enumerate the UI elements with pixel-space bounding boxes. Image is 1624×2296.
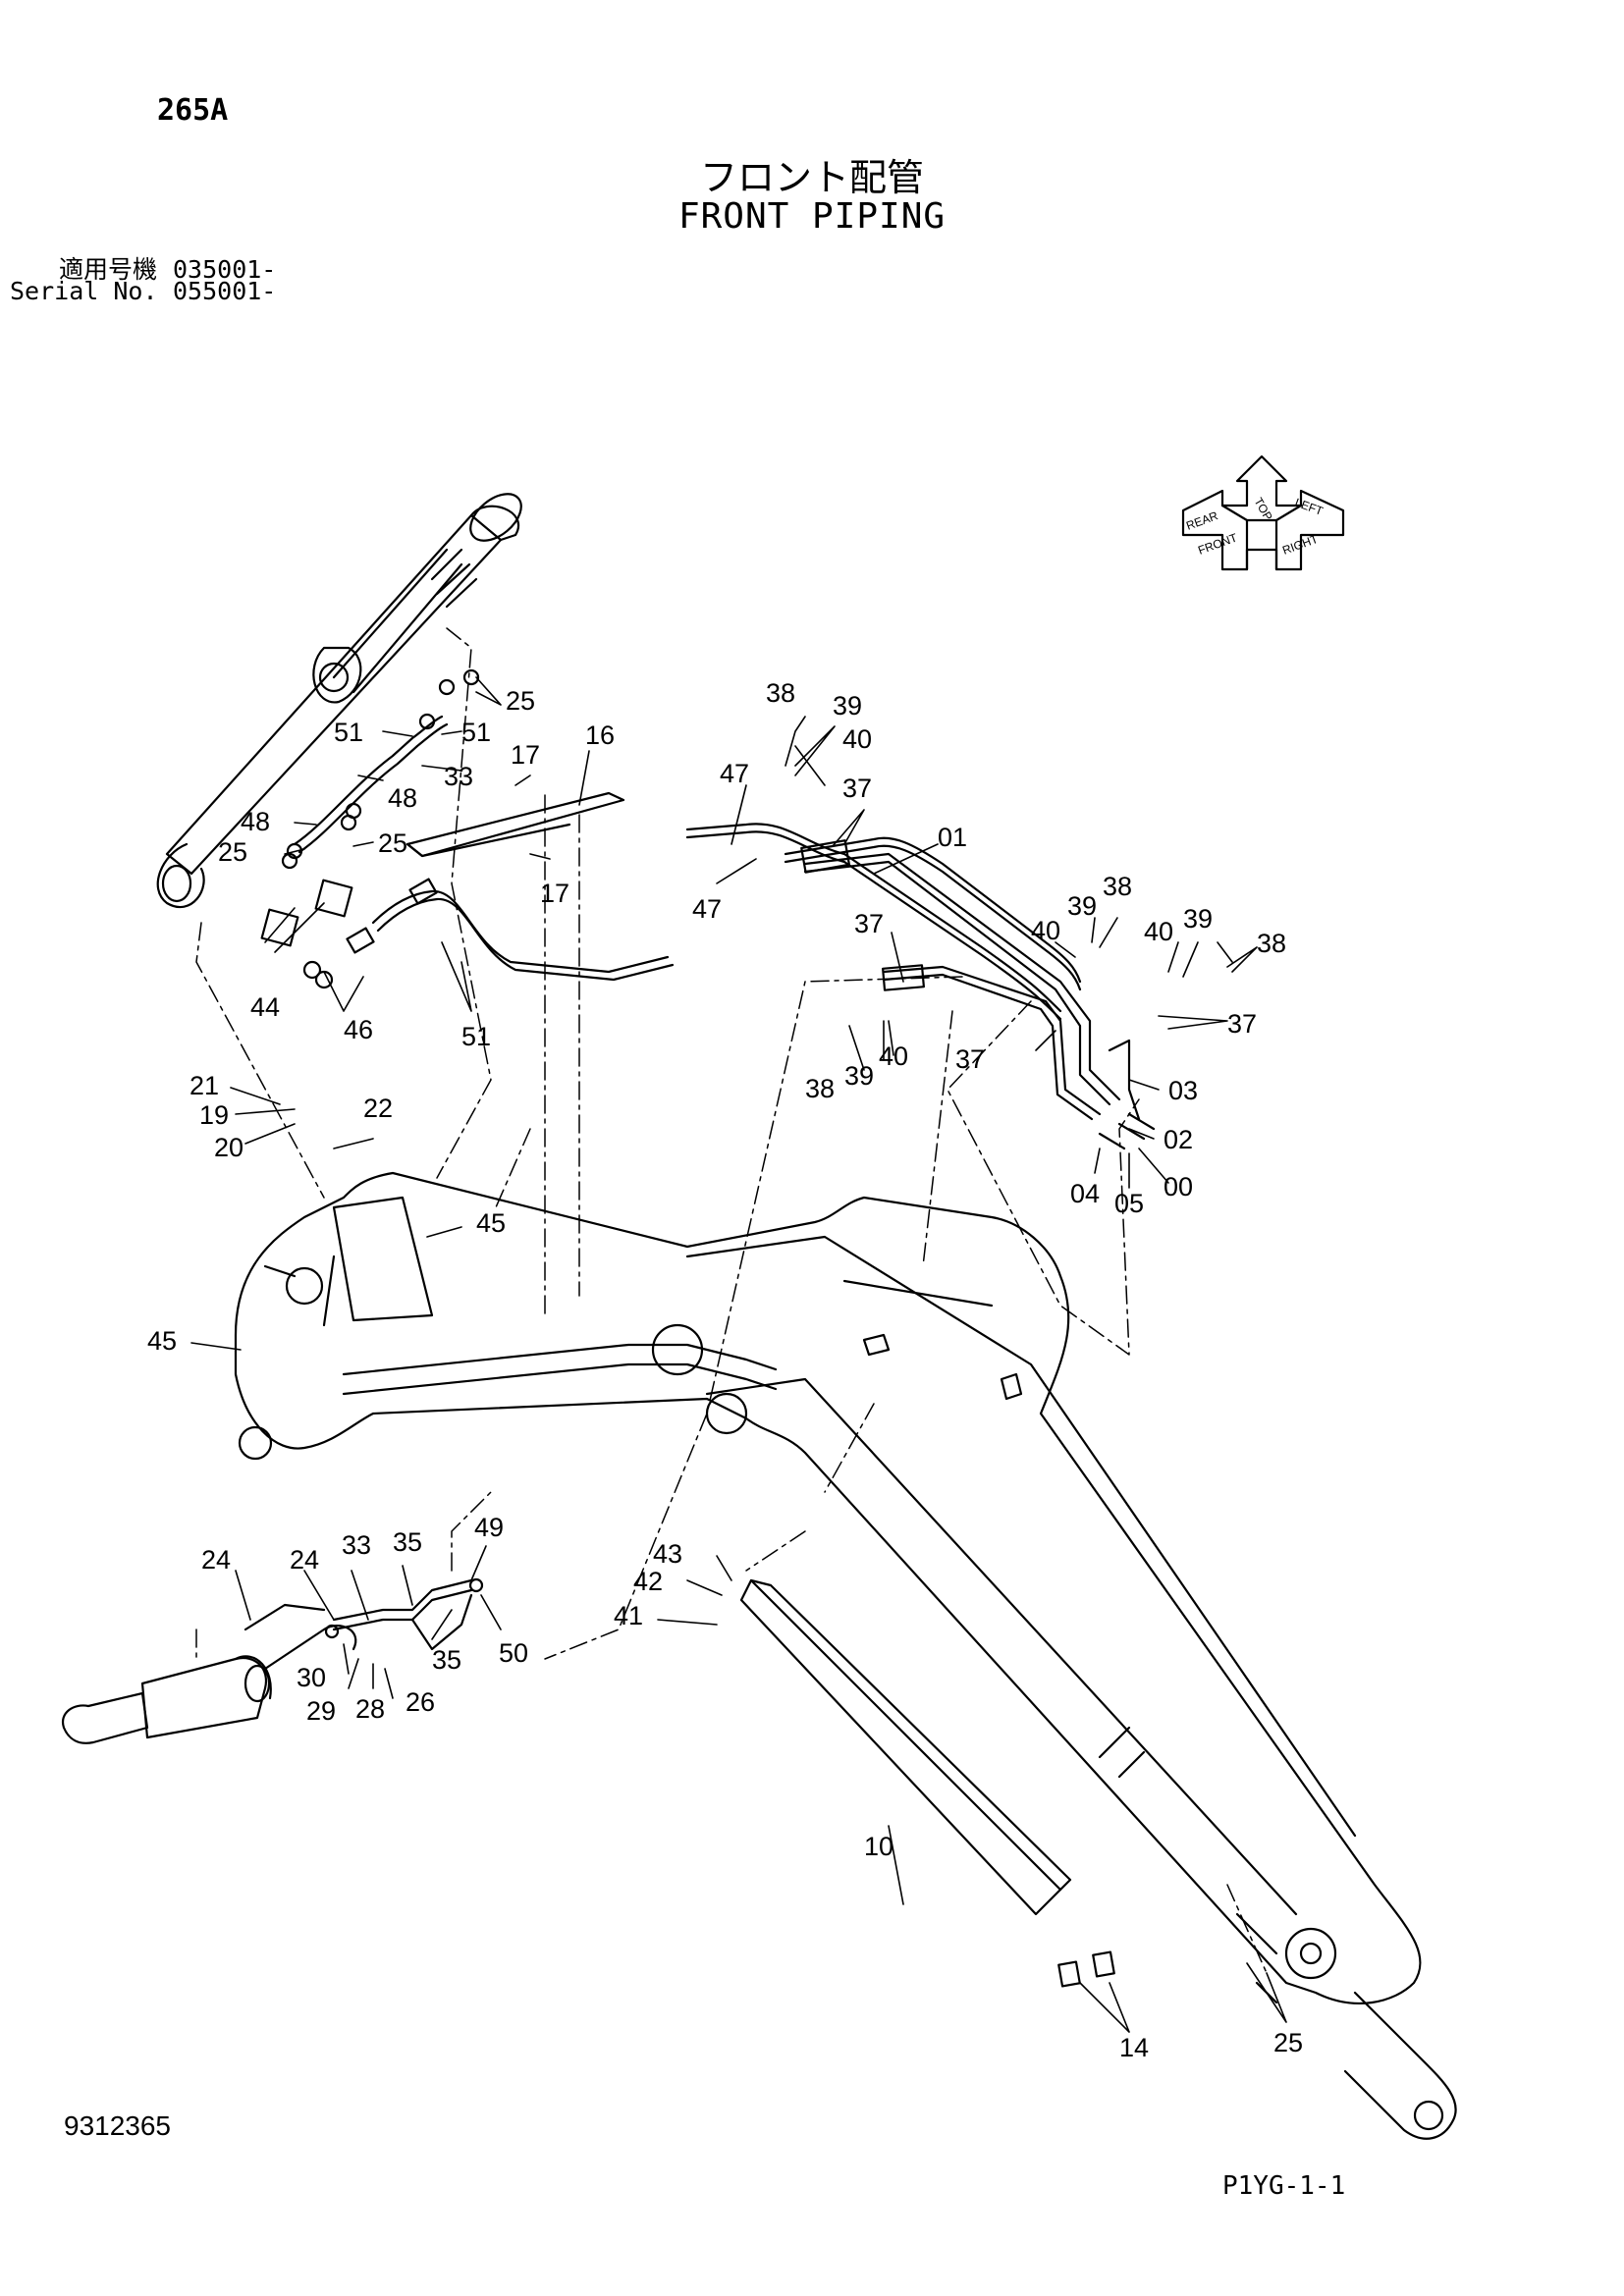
callout-28: 28 [355,1694,385,1724]
callout-03: 03 [1168,1076,1198,1105]
callout-33: 33 [444,762,473,791]
boom-hoses [260,668,675,989]
callout-47: 47 [720,759,749,788]
callout-38: 38 [766,678,795,708]
callout-45: 45 [476,1208,506,1238]
orientation-label-top: TOP [1251,496,1274,523]
callout-29: 29 [306,1696,336,1726]
callout-labels: 25 51 51 33 48 48 25 25 17 16 17 44 46 5… [147,678,1303,2062]
callout-40: 40 [879,1041,908,1071]
callout-46: 46 [344,1015,373,1044]
callout-37: 37 [842,774,872,803]
callout-16: 16 [585,721,615,750]
callout-25: 25 [506,686,535,716]
callout-02: 02 [1164,1125,1193,1154]
callout-25: 25 [378,828,407,858]
title-english: FRONT PIPING [677,196,947,237]
serial-row-ja: 適用号機 035001- [10,250,276,286]
callout-51: 51 [461,1022,491,1051]
callout-44: 44 [250,992,280,1022]
serial-row-en: Serial No. 055001- [10,277,276,305]
callout-39: 39 [833,691,862,721]
guide-lines [195,627,1268,1974]
callout-33: 33 [342,1530,371,1560]
callout-25: 25 [1273,2028,1303,2057]
callout-17: 17 [540,879,569,908]
orientation-label-rear: REAR [1184,508,1219,533]
orientation-icon: REAR FRONT TOP LEFT RIGHT [1181,454,1345,571]
callout-21: 21 [189,1071,219,1100]
callout-42: 42 [633,1567,663,1596]
callout-51: 51 [334,718,363,747]
callout-50: 50 [499,1638,528,1668]
callout-22: 22 [363,1094,393,1123]
callout-49: 49 [474,1513,504,1542]
callout-00: 00 [1164,1172,1193,1201]
callout-25: 25 [218,837,247,867]
callout-19: 19 [199,1100,229,1130]
callout-35: 35 [432,1645,461,1675]
arm-guard [739,1578,1115,1988]
callout-01: 01 [938,823,967,852]
leader-lines [190,676,1287,2033]
callout-47: 47 [692,894,722,924]
page-number: 265A [157,93,229,128]
callout-40: 40 [842,724,872,754]
callout-39: 39 [844,1061,874,1091]
page-code: P1YG-1-1 [1222,2171,1346,2201]
callout-41: 41 [614,1601,643,1630]
callout-39: 39 [1183,904,1213,934]
callout-38: 38 [1257,929,1286,958]
serial-label: Serial No. [10,277,158,305]
main-pipes [685,823,1156,1150]
callout-24: 24 [201,1545,231,1575]
callout-51: 51 [461,718,491,747]
callout-38: 38 [1103,872,1132,901]
callout-37: 37 [1227,1009,1257,1039]
callout-20: 20 [214,1133,244,1162]
callout-45: 45 [147,1326,177,1356]
callout-05: 05 [1114,1189,1144,1218]
callout-40: 40 [1144,917,1173,946]
callout-43: 43 [653,1539,682,1569]
callout-17: 17 [511,740,540,770]
serial-label: 適用号機 [58,255,157,284]
callout-39: 39 [1067,891,1097,921]
arm-cylinder [61,1577,484,1744]
serial-value: 035001- [173,255,277,284]
callout-14: 14 [1119,2033,1149,2062]
callout-35: 35 [393,1527,422,1557]
callout-37: 37 [854,909,884,938]
callout-24: 24 [290,1545,319,1575]
callout-48: 48 [241,807,270,836]
callout-26: 26 [406,1687,435,1717]
callout-40: 40 [1031,916,1060,945]
title-japanese: フロント配管 [699,156,924,199]
callout-10: 10 [864,1832,893,1861]
hose-cover [406,791,625,858]
callout-30: 30 [297,1663,326,1692]
drawing-number: 9312365 [64,2110,172,2141]
serial-value: 055001- [173,277,277,305]
callout-48: 48 [388,783,417,813]
boom-structure [234,1171,1457,2140]
callout-37: 37 [955,1044,985,1074]
boom-cylinder [156,493,522,909]
callout-04: 04 [1070,1179,1100,1208]
callout-38: 38 [805,1074,835,1103]
